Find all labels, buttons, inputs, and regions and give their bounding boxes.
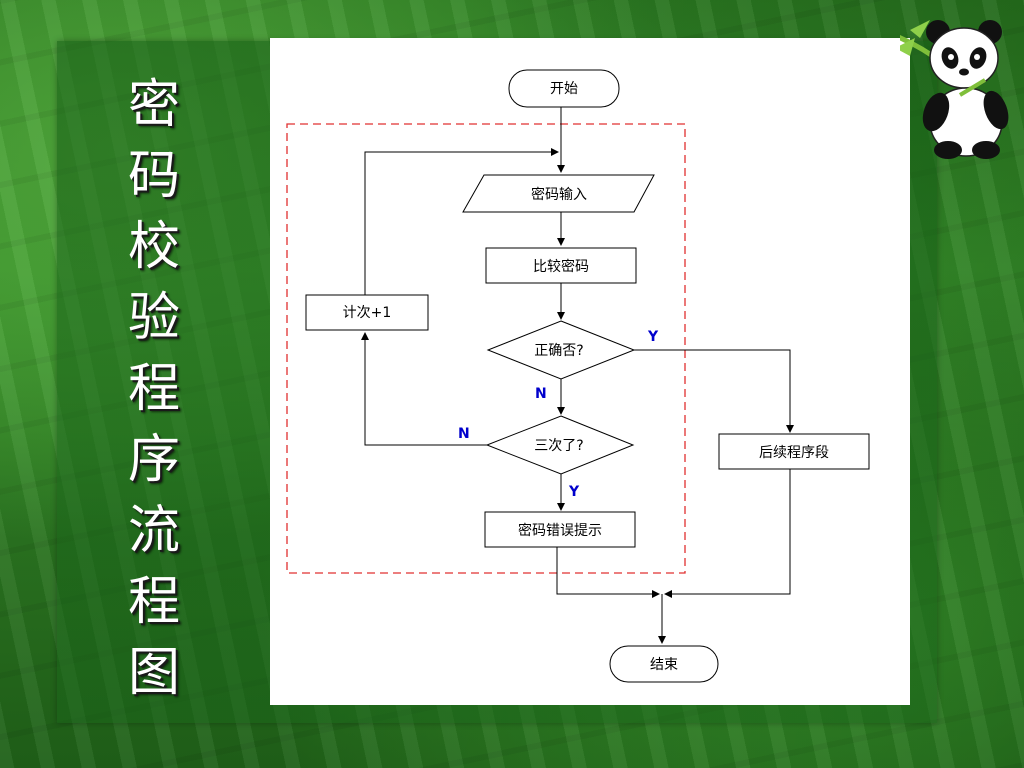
next-segment-node: 后续程序段 xyxy=(718,433,870,470)
loop-region-dashed-box xyxy=(286,123,686,574)
start-node: 开始 xyxy=(508,69,620,108)
edge-counter-loop xyxy=(364,148,559,295)
error-label: 密码错误提示 xyxy=(518,522,602,539)
edge-error-merge xyxy=(556,547,660,598)
slide-title: 密码校验程序流程图 xyxy=(127,75,180,703)
counter-label: 计次+1 xyxy=(343,305,392,321)
decision-three-node: 三次了? xyxy=(485,415,635,475)
edge-correct-yes xyxy=(634,349,794,433)
input-node: 密码输入 xyxy=(462,174,655,213)
label-no-three: N xyxy=(458,426,470,442)
flowchart-panel: 开始 密码输入 比较密码 正确否? Y N 三次了? xyxy=(270,38,910,705)
edge-next-merge xyxy=(664,469,791,598)
counter-node: 计次+1 xyxy=(305,294,429,331)
label-no-correct: N xyxy=(535,386,547,402)
label-yes-three: Y xyxy=(568,484,580,500)
input-label: 密码输入 xyxy=(531,186,587,203)
flowchart-diagram: 开始 密码输入 比较密码 正确否? Y N 三次了? xyxy=(286,69,870,683)
end-node: 结束 xyxy=(609,645,719,683)
decision-correct-node: 正确否? xyxy=(486,320,636,380)
error-node: 密码错误提示 xyxy=(484,511,636,548)
next-segment-label: 后续程序段 xyxy=(759,444,829,461)
end-label: 结束 xyxy=(650,657,678,673)
compare-node: 比较密码 xyxy=(485,247,637,284)
label-yes-correct: Y xyxy=(647,329,659,345)
decision-correct-label: 正确否? xyxy=(534,343,583,359)
edge-three-no xyxy=(361,332,487,446)
decision-three-label: 三次了? xyxy=(534,438,583,454)
panda-icon xyxy=(900,20,1009,159)
start-label: 开始 xyxy=(550,81,578,97)
compare-label: 比较密码 xyxy=(533,258,589,275)
